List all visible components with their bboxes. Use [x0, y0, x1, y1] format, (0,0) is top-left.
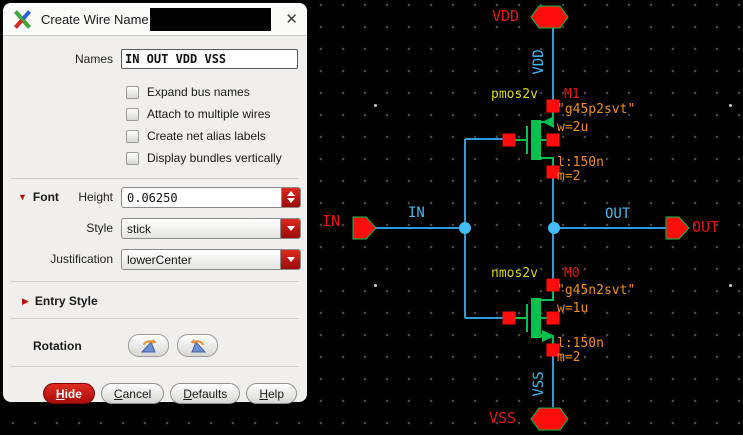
in-pin-label[interactable]: IN — [322, 212, 341, 230]
nmos-mult-label[interactable]: m=2 — [557, 350, 581, 365]
pmos-instance-name[interactable]: M1 — [564, 87, 580, 102]
help-button[interactable]: Help — [246, 383, 297, 404]
height-field[interactable]: 0.06250 — [121, 186, 301, 208]
font-section-toggle[interactable]: ▼ Font — [18, 190, 59, 204]
vdd-net-label[interactable]: VDD — [531, 49, 547, 75]
justification-dropdown[interactable]: lowerCenter — [121, 248, 301, 270]
attach-to-multiple-wires-checkbox[interactable] — [126, 107, 139, 121]
font-section-label: Font — [32, 190, 59, 204]
spinner-up-icon[interactable] — [287, 191, 295, 196]
pmos-width-label[interactable]: w=2u — [557, 120, 589, 135]
junction-dot-in[interactable] — [459, 222, 471, 234]
pmos-mult-label[interactable]: m=2 — [557, 169, 581, 184]
checkbox-row-expand-bus-names[interactable]: Expand bus names — [126, 81, 307, 103]
vss-net-label[interactable]: VSS — [531, 371, 547, 397]
nmos-pin-bulk[interactable] — [546, 311, 560, 325]
separator — [11, 178, 299, 179]
style-value: stick — [127, 221, 151, 236]
names-input[interactable] — [121, 49, 298, 69]
dialog-titlebar[interactable]: Create Wire Name ✕ — [3, 3, 307, 36]
nmos-model-label[interactable]: nmos2v — [491, 266, 538, 281]
redacted-area — [149, 7, 271, 31]
hide-button[interactable]: Hide — [42, 383, 95, 404]
in-net-label[interactable]: IN — [408, 205, 425, 221]
nmos-width-label[interactable]: w=1u — [557, 301, 589, 316]
pmos-model-label[interactable]: pmos2v — [491, 87, 538, 102]
checkbox-row-display-bundles-vertically[interactable]: Display bundles vertically — [126, 147, 307, 169]
junction-dot-out[interactable] — [548, 222, 560, 234]
nmos-instance-name[interactable]: M0 — [564, 266, 580, 281]
rotate-clockwise-button[interactable] — [177, 334, 218, 357]
close-icon[interactable]: ✕ — [285, 10, 298, 28]
grid-major-dot — [374, 284, 377, 287]
section-expanded-icon: ▼ — [18, 192, 27, 202]
chevron-down-icon — [286, 256, 295, 262]
justification-label: Justification — [50, 252, 113, 266]
checkbox-label: Create net alias labels — [147, 129, 266, 143]
create-net-alias-labels-checkbox[interactable] — [126, 129, 139, 143]
names-label: Names — [74, 52, 113, 66]
pmos-length-label[interactable]: l:150n — [557, 155, 604, 170]
section-collapsed-icon: ▶ — [22, 295, 29, 306]
checkbox-row-create-net-alias-labels[interactable]: Create net alias labels — [126, 125, 307, 147]
justification-dropdown-button[interactable] — [280, 249, 300, 269]
expand-bus-names-checkbox[interactable] — [126, 85, 139, 99]
separator — [11, 281, 299, 282]
defaults-button[interactable]: Defaults — [170, 383, 241, 404]
vdd-pin-shape[interactable] — [530, 5, 569, 29]
out-pin-label[interactable]: OUT — [692, 218, 720, 236]
pmos-pin-drain[interactable] — [546, 165, 560, 179]
vdd-pin-label[interactable]: VDD — [492, 7, 520, 25]
nmos-length-label[interactable]: l:150n — [557, 336, 604, 351]
pmos-pin-gate[interactable] — [502, 133, 516, 147]
create-wire-name-dialog: Create Wire Name ✕ Names Expand bus name… — [2, 2, 308, 404]
style-label: Style — [86, 221, 113, 235]
in-pin-shape[interactable] — [352, 216, 377, 240]
style-dropdown[interactable]: stick — [121, 217, 301, 239]
pmos-pin-bulk[interactable] — [546, 133, 560, 147]
virtuoso-logo-icon — [13, 9, 32, 29]
nmos-source-arrow — [542, 330, 555, 342]
vss-pin-label[interactable]: VSS — [489, 409, 517, 427]
height-spinner[interactable] — [281, 187, 300, 207]
grid-major-dot — [374, 104, 377, 107]
rotate-counterclockwise-icon — [140, 338, 156, 352]
cancel-button[interactable]: Cancel — [100, 383, 165, 404]
spinner-down-icon[interactable] — [287, 198, 295, 203]
nmos-pin-gate[interactable] — [502, 311, 516, 325]
nmos-cell-label[interactable]: "g45n2svt" — [557, 283, 636, 298]
rotate-clockwise-icon — [190, 338, 206, 352]
rotate-counterclockwise-button[interactable] — [128, 334, 169, 357]
nmos-pin-drain[interactable] — [546, 278, 560, 292]
style-dropdown-button[interactable] — [280, 218, 300, 238]
entry-style-section-toggle[interactable]: ▶ Entry Style — [22, 293, 307, 309]
out-pin-shape[interactable] — [665, 216, 690, 240]
checkbox-label: Display bundles vertically — [147, 151, 282, 165]
grid-major-dot — [729, 284, 732, 287]
pmos-cell-label[interactable]: "g45p2svt" — [557, 102, 636, 117]
entry-style-section-label: Entry Style — [34, 294, 98, 308]
out-net-label[interactable]: OUT — [605, 206, 631, 222]
pmos-pin-source[interactable] — [546, 99, 560, 113]
nmos-transistor[interactable] — [502, 278, 560, 357]
rotation-label: Rotation — [33, 338, 82, 353]
pmos-source-arrow — [542, 116, 554, 128]
height-value[interactable]: 0.06250 — [127, 190, 178, 205]
pmos-transistor[interactable] — [502, 99, 560, 179]
separator — [11, 318, 299, 319]
checkbox-label: Attach to multiple wires — [147, 107, 271, 121]
grid-major-dot — [729, 104, 732, 107]
justification-value: lowerCenter — [127, 252, 192, 267]
checkbox-label: Expand bus names — [147, 85, 250, 99]
checkbox-row-attach-to-multiple-wires[interactable]: Attach to multiple wires — [126, 103, 307, 125]
dialog-title: Create Wire Name — [41, 11, 149, 27]
chevron-down-icon — [286, 225, 295, 231]
separator — [11, 366, 299, 367]
display-bundles-vertically-checkbox[interactable] — [126, 151, 139, 165]
vss-pin-shape[interactable] — [530, 407, 569, 431]
nmos-pin-source[interactable] — [546, 343, 560, 357]
height-label: Height — [78, 190, 113, 204]
